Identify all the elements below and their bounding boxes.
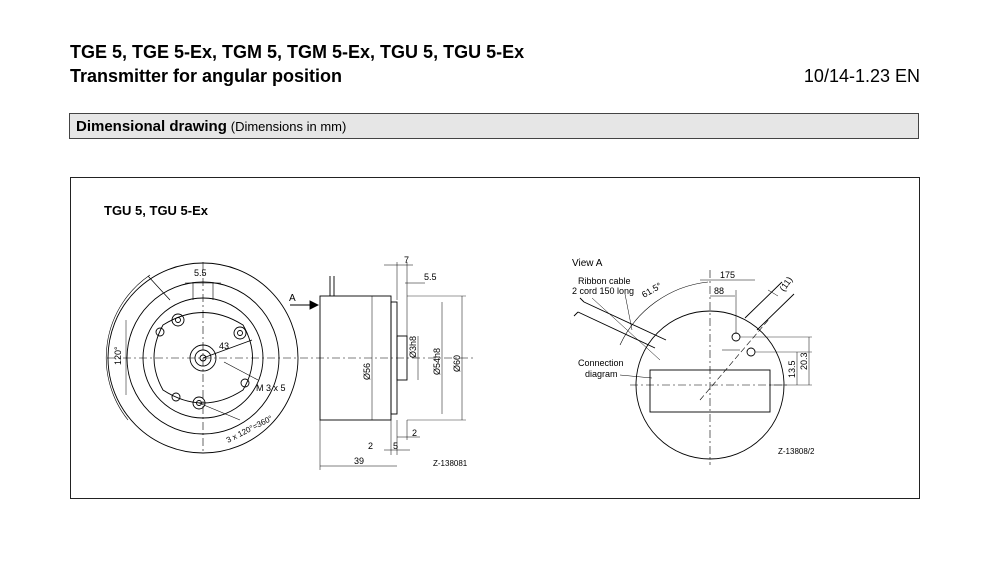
- ribbon-label-2: 2 cord 150 long: [572, 286, 634, 296]
- label-screw: M 3 x 5: [256, 383, 286, 393]
- dim-20-3: 20.3: [799, 352, 809, 370]
- view-a-ref: Z-13808/2: [778, 447, 815, 456]
- dim-39: 39: [354, 456, 364, 466]
- document-title: TGE 5, TGE 5-Ex, TGM 5, TGM 5-Ex, TGU 5,…: [70, 42, 525, 62]
- dim-7: 7: [404, 255, 409, 265]
- view-a: [573, 270, 812, 465]
- dim-88: 88: [714, 286, 724, 296]
- section-title: Dimensional drawing: [76, 118, 227, 135]
- dim-angle-61-5: 61.5°: [640, 280, 664, 299]
- dia-60: Ø60: [452, 355, 462, 372]
- drawing-subtitle: TGU 5, TGU 5-Ex: [104, 203, 209, 218]
- dia-56: Ø56: [362, 363, 372, 380]
- connection-label-2: diagram: [585, 369, 618, 379]
- dim-slot-width: 5.5: [194, 268, 207, 278]
- ribbon-label-1: Ribbon cable: [578, 276, 631, 286]
- dim-radius: 43: [219, 341, 229, 351]
- side-ref: Z-138081: [433, 459, 468, 468]
- connection-label-1: Connection: [578, 358, 624, 368]
- document-subtitle: Transmitter for angular position: [70, 66, 343, 86]
- dim-5: 5: [393, 441, 398, 451]
- view-a-title: View A: [572, 258, 603, 269]
- document-number: 10/14-1.23 EN: [803, 66, 920, 86]
- dim-11: (11): [777, 275, 794, 293]
- view-marker: A: [289, 293, 296, 304]
- front-view: [105, 262, 299, 454]
- dim-angle: 120°: [113, 346, 123, 365]
- dim-2a: 2: [368, 441, 373, 451]
- dim-13-5: 13.5: [787, 360, 797, 378]
- dim-2b: 2: [412, 428, 417, 438]
- dia-54h8: Ø54h8: [432, 348, 442, 375]
- dim-175: 175: [720, 270, 735, 280]
- dim-5-5: 5.5: [424, 272, 437, 282]
- section-note: (Dimensions in mm): [230, 119, 347, 134]
- section-header: Dimensional drawing (Dimensions in mm): [69, 113, 919, 139]
- side-view: [290, 262, 475, 470]
- dia-3h8: Ø3h8: [408, 336, 418, 358]
- drawing-frame: [70, 177, 920, 499]
